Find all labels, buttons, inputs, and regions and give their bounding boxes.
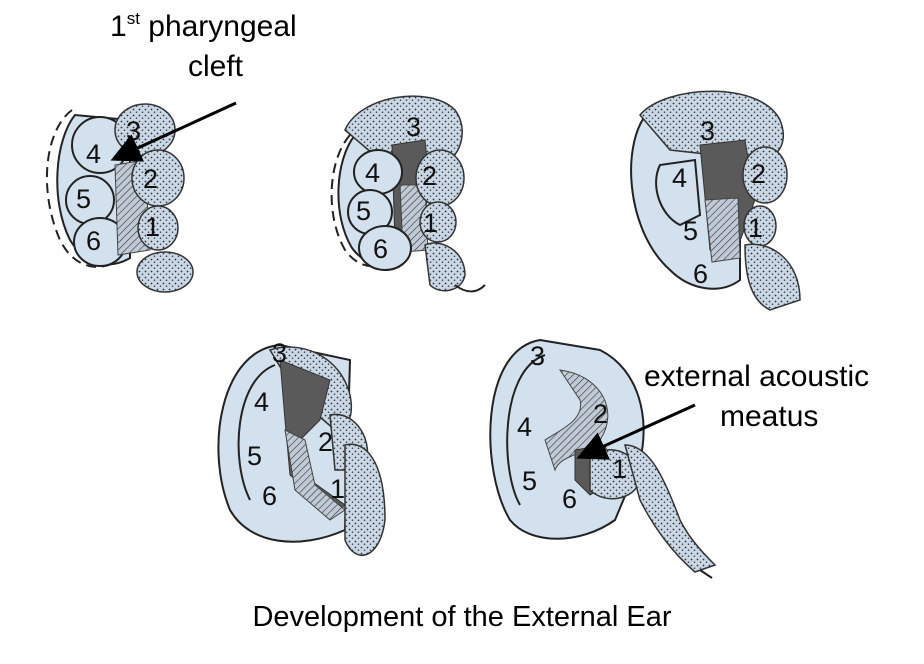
stage-1-outline (45, 109, 121, 268)
stage-1-label-2: 2 (143, 164, 158, 194)
stage-2-ear: 3 4 2 5 1 6 (330, 95, 486, 293)
acoustic-meatus-label-line2: meatus (720, 400, 818, 433)
stage-4-label-1: 1 (330, 474, 345, 504)
stage-5-label-4: 4 (517, 412, 532, 442)
stage-2-label-2: 2 (422, 161, 437, 191)
stage-5-label-6: 6 (562, 484, 577, 514)
stage-3-hillock-4 (655, 158, 702, 227)
stage-5-label-3: 3 (530, 341, 545, 371)
stage-3-cleft (704, 197, 741, 263)
stage-2-lobule (424, 242, 466, 292)
acoustic-meatus-annotation: external acoustic meatus (576, 360, 869, 460)
stage-3-label-4: 4 (672, 163, 687, 193)
acoustic-meatus-label-line1: external acoustic (644, 360, 869, 393)
stage-1-label-1: 1 (145, 212, 160, 242)
stage-3-label-2: 2 (751, 159, 766, 189)
stage-4-label-2: 2 (318, 427, 333, 457)
stage-2-label-4: 4 (365, 158, 380, 188)
stage-3-label-5: 5 (683, 216, 698, 246)
stage-3-label-1: 1 (748, 213, 763, 243)
pharyngeal-cleft-label-line2: cleft (188, 50, 244, 83)
stage-1-label-5: 5 (76, 184, 91, 214)
stage-1-label-3: 3 (126, 116, 141, 146)
stage-5-label-5: 5 (522, 466, 537, 496)
stage-2-label-3: 3 (406, 112, 421, 142)
stage-1-hillock-1 (137, 205, 179, 251)
stage-2-hillock-6 (358, 225, 412, 271)
stage-4-ear: 3 4 2 5 1 6 (217, 338, 386, 557)
stage-5-ear: 3 4 2 5 1 6 (489, 338, 717, 579)
stage-5-label-1: 1 (612, 454, 627, 484)
stage-2-label-5: 5 (356, 196, 371, 226)
stage-2-label-6: 6 (373, 234, 388, 264)
stage-5-canal (624, 444, 717, 573)
stage-1-label-6: 6 (86, 226, 101, 256)
stage-4-helix-line (237, 364, 276, 501)
stage-5-canal-tip (699, 569, 713, 579)
stage-4-label-4: 4 (254, 387, 269, 417)
figure-caption: Development of the External Ear (252, 601, 671, 633)
stage-2-label-1: 1 (423, 208, 438, 238)
stage-3-label-6: 6 (693, 259, 708, 289)
stage-4-label-6: 6 (262, 481, 277, 511)
stage-4-label-5: 5 (247, 441, 262, 471)
pharyngeal-cleft-arrow (110, 101, 237, 162)
stage-4-lobule (344, 443, 386, 557)
stage-1-label-4: 4 (86, 139, 101, 169)
stage-3-hillock-2 (742, 146, 788, 204)
pharyngeal-cleft-annotation: 1st pharyngeal cleft (110, 9, 297, 162)
acoustic-meatus-arrow (576, 403, 696, 460)
stage-1-hillock-3 (114, 103, 176, 157)
stage-4-label-3: 3 (272, 338, 287, 368)
stage-3-lobule (744, 243, 801, 311)
stage-2-hillock-1 (419, 201, 457, 243)
pharyngeal-cleft-label-line1: 1st pharyngeal (110, 9, 297, 43)
stage-5-label-2: 2 (593, 399, 608, 429)
stage-3-ear: 3 4 2 5 1 6 (630, 90, 801, 311)
stage-5-helix-line (506, 354, 546, 506)
stage-1-lower-bulge (136, 251, 194, 293)
stage-2-tail (454, 284, 486, 293)
stage-3-label-3: 3 (700, 116, 715, 146)
